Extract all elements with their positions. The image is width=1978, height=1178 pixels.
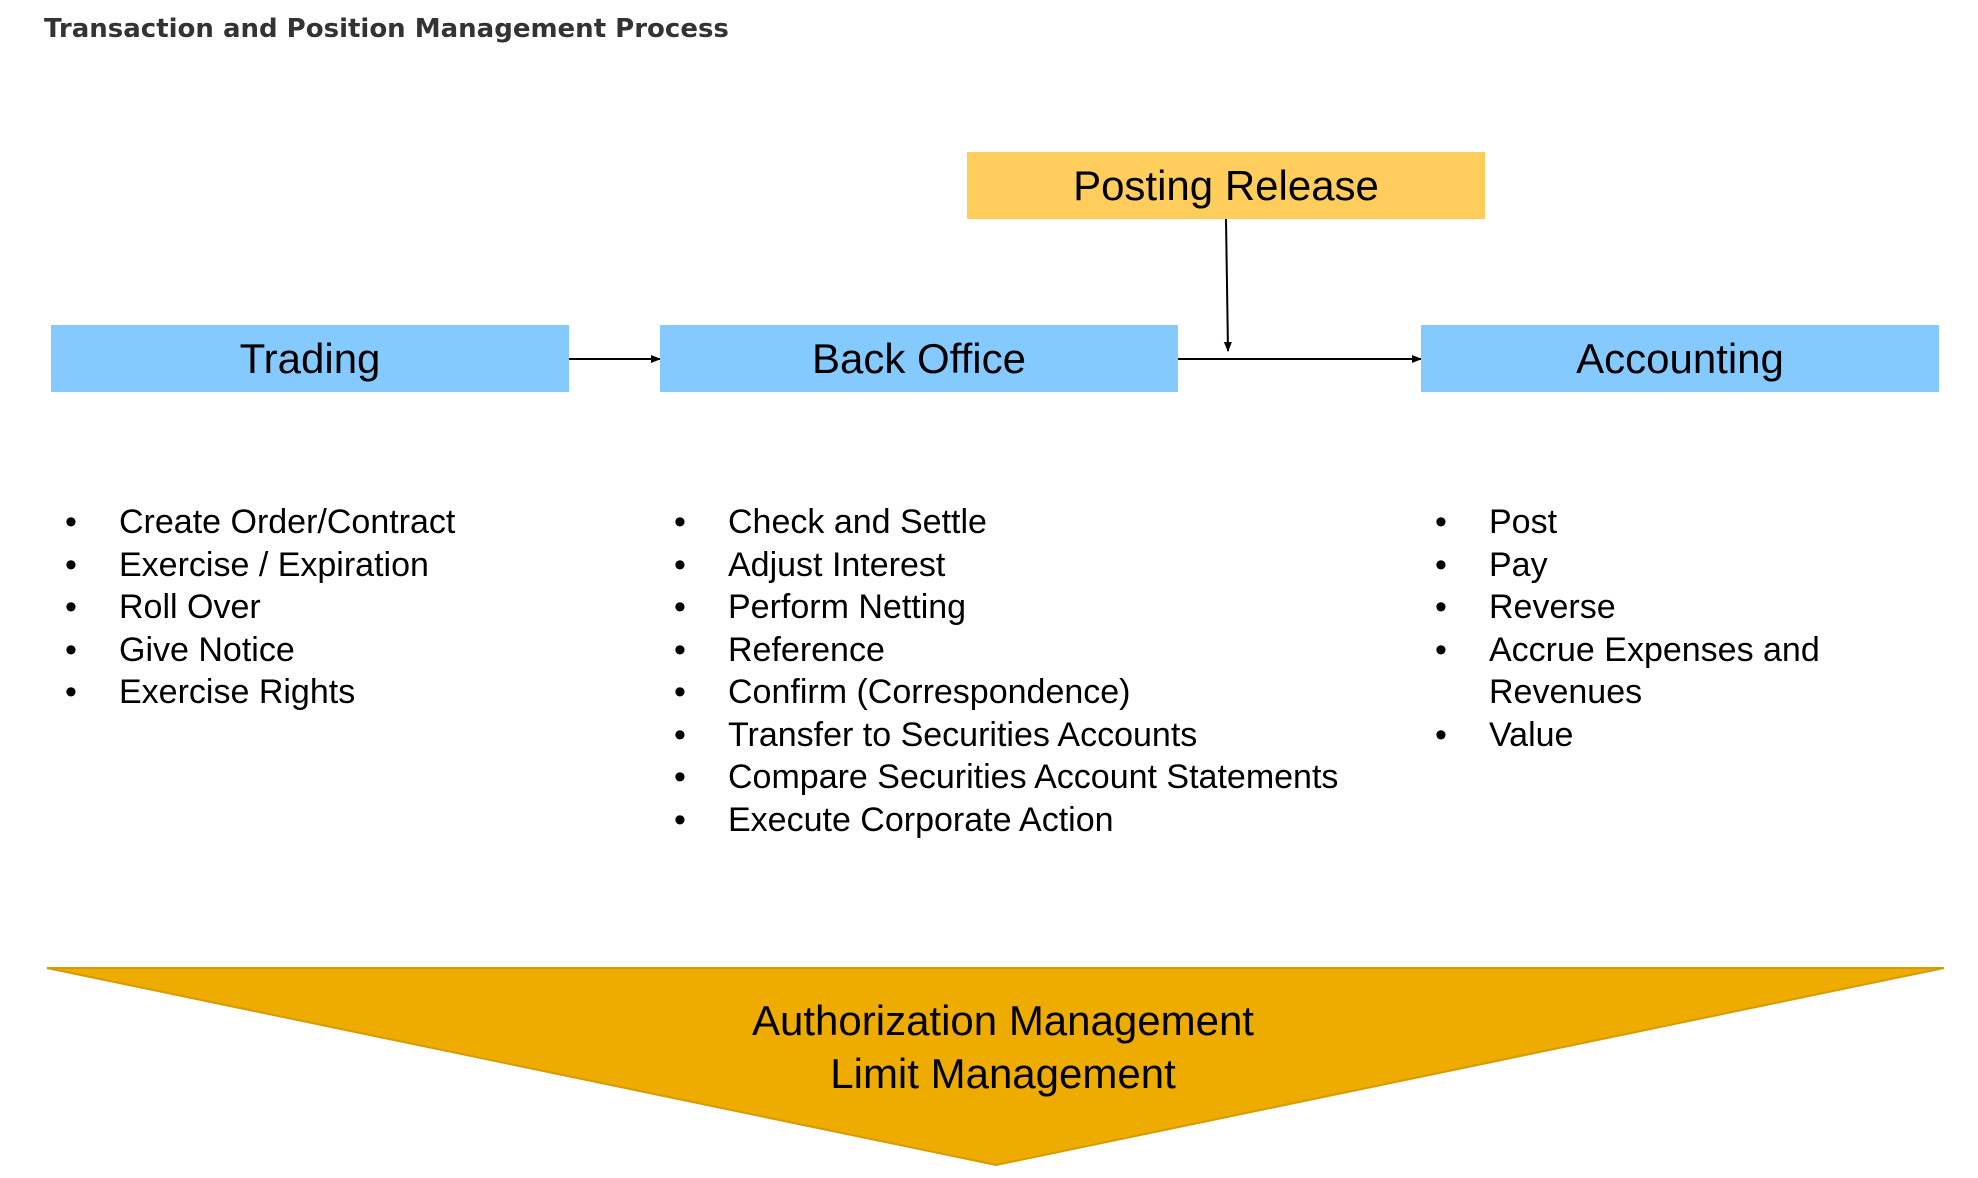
task-label: Roll Over xyxy=(119,588,261,626)
list-item: •Give Notice xyxy=(65,630,295,669)
task-label: Reference xyxy=(728,630,885,669)
list-item: •Exercise / Expiration xyxy=(65,545,429,584)
back-office-label: Back Office xyxy=(812,334,1026,382)
task-label: Perform Netting xyxy=(728,588,967,626)
list-item: •Compare Securities Account Statements xyxy=(674,758,1339,796)
list-item: •Reference xyxy=(674,630,885,669)
accounting-task-list: •Post •Pay •Reverse •Accrue Expenses and… xyxy=(1421,501,1861,756)
back-office-task-list: •Check and Settle •Adjust Interest •Perf… xyxy=(660,501,1420,841)
list-item: •Create Order/Contract xyxy=(65,503,456,541)
task-label: Exercise / Expiration xyxy=(119,545,429,584)
banner-limit-management: Limit Management xyxy=(830,1050,1176,1097)
task-label: Accrue Expenses and Revenues xyxy=(1489,630,1820,712)
task-label: Confirm (Correspondence) xyxy=(728,673,1131,711)
list-item: •Perform Netting xyxy=(674,588,967,626)
arrow-posting-release-down xyxy=(1223,218,1232,352)
posting-release-label: Posting Release xyxy=(1073,161,1379,209)
list-item: •Exercise Rights xyxy=(65,673,356,711)
task-label: Reverse xyxy=(1489,588,1616,626)
page-title: Transaction and Position Management Proc… xyxy=(44,14,729,44)
list-item: •Reverse xyxy=(1435,588,1616,626)
task-label: Transfer to Securities Accounts xyxy=(728,715,1198,754)
task-label: Give Notice xyxy=(119,630,295,669)
list-item: •Post xyxy=(1435,503,1558,541)
posting-release-box: Posting Release xyxy=(967,152,1485,219)
accounting-label: Accounting xyxy=(1576,334,1784,382)
trading-box: Trading xyxy=(51,325,569,392)
list-item: •Value xyxy=(1435,715,1574,754)
task-label: Adjust Interest xyxy=(728,545,946,584)
authorization-banner-shape xyxy=(46,967,1945,1167)
task-label: Execute Corporate Action xyxy=(728,800,1114,839)
task-label: Check and Settle xyxy=(728,503,987,541)
banner-authorization-management: Authorization Management xyxy=(752,997,1254,1044)
list-item: •Accrue Expenses and Revenues xyxy=(1435,630,1820,712)
task-label: Compare Securities Account Statements xyxy=(728,758,1339,796)
list-item: •Roll Over xyxy=(65,588,261,626)
list-item: •Adjust Interest xyxy=(674,545,946,584)
task-label: Exercise Rights xyxy=(119,673,356,711)
task-label: Value xyxy=(1489,715,1574,754)
list-item: •Execute Corporate Action xyxy=(674,800,1114,839)
list-item: •Pay xyxy=(1435,545,1548,584)
list-item: •Confirm (Correspondence) xyxy=(674,673,1131,711)
task-label: Create Order/Contract xyxy=(119,503,456,541)
list-item: •Transfer to Securities Accounts xyxy=(674,715,1198,754)
task-label: Post xyxy=(1489,503,1558,541)
task-label: Pay xyxy=(1489,545,1548,584)
trading-label: Trading xyxy=(239,334,381,382)
back-office-box: Back Office xyxy=(660,325,1178,392)
trading-task-list: •Create Order/Contract •Exercise / Expir… xyxy=(51,501,611,714)
list-item: •Check and Settle xyxy=(674,503,987,541)
accounting-box: Accounting xyxy=(1421,325,1939,392)
